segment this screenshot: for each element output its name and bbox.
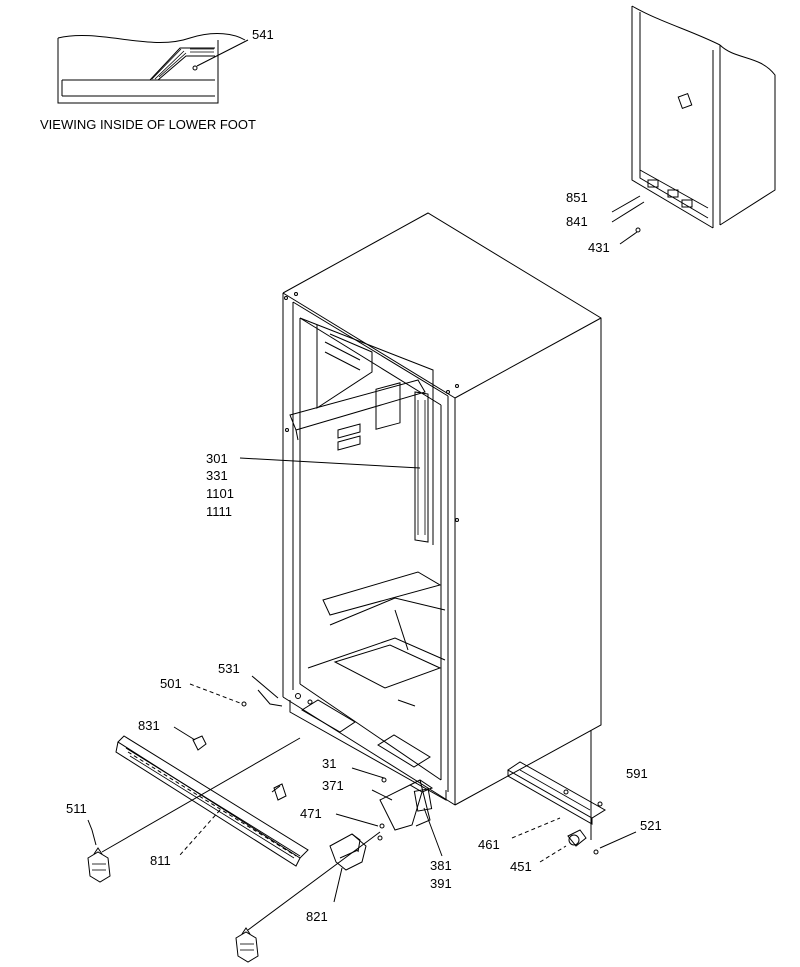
label-521: 521 [640, 818, 662, 833]
leveling-foot-bottom [235, 927, 259, 963]
label-1101: 1101 [206, 486, 234, 501]
label-431: 431 [588, 240, 610, 255]
label-391: 391 [430, 876, 452, 891]
inset-caption: VIEWING INSIDE OF LOWER FOOT [40, 117, 256, 132]
label-851: 851 [566, 190, 588, 205]
leader-301 [239, 457, 421, 469]
lower-foot-detail: 541 VIEWING INSIDE OF LOWER FOOT [40, 27, 274, 132]
label-541: 541 [252, 27, 274, 42]
label-831: 831 [138, 718, 160, 733]
label-821: 821 [306, 909, 328, 924]
label-301: 301 [206, 451, 228, 466]
label-811: 811 [150, 853, 171, 868]
label-31: 31 [322, 756, 336, 771]
label-331: 331 [206, 468, 228, 483]
rear-view-detail: 851 841 431 [566, 5, 776, 255]
label-371: 371 [322, 778, 344, 793]
cabinet [282, 212, 602, 806]
label-591: 591 [626, 766, 648, 781]
label-531: 531 [218, 661, 240, 676]
label-1111: 1111 [206, 504, 232, 519]
leveling-foot-511 [87, 847, 111, 883]
label-381: 381 [430, 858, 452, 873]
label-501: 501 [160, 676, 182, 691]
grille [115, 735, 309, 867]
label-511: 511 [66, 801, 87, 816]
label-451: 451 [510, 859, 532, 874]
label-471: 471 [300, 806, 322, 821]
label-841: 841 [566, 214, 588, 229]
roller-bracket [507, 761, 606, 847]
label-461: 461 [478, 837, 500, 852]
